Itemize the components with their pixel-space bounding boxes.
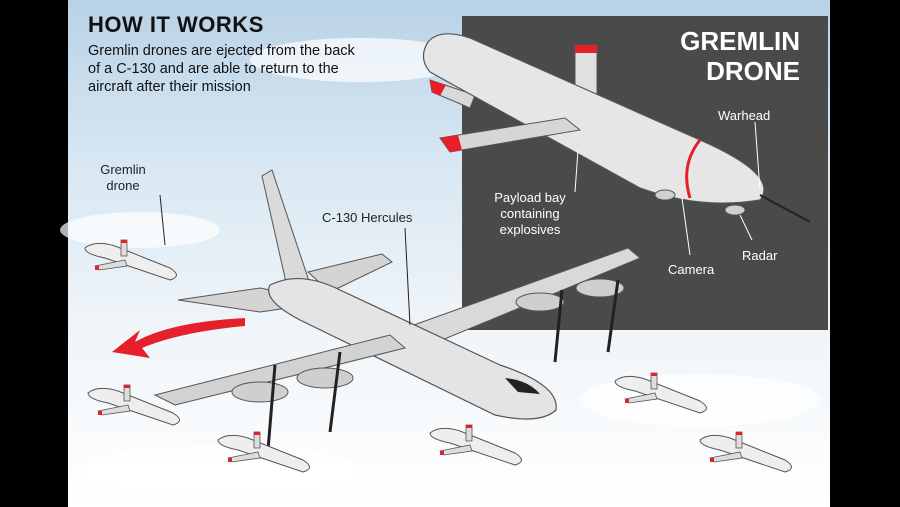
drone-panel-title: GREMLIN DRONE (660, 26, 800, 86)
small-drone (699, 431, 792, 473)
camera-label: Camera (668, 262, 715, 277)
drone-title-line1: GREMLIN (680, 26, 800, 56)
description: Gremlin drones are ejected from the back… (88, 43, 355, 95)
warhead-label: Warhead (718, 108, 771, 123)
small-drone (87, 384, 180, 426)
radar-label: Radar (742, 248, 778, 263)
gremlin-drone-label: Gremlin drone (100, 162, 146, 193)
payload-label: Payload bay containing explosives (494, 190, 566, 237)
drone-title-line2: DRONE (706, 56, 800, 86)
page-title: HOW IT WORKS (88, 12, 264, 37)
c130-label: C-130 Hercules (322, 210, 413, 225)
gremlin-leader-line (159, 194, 166, 246)
small-drone (429, 424, 522, 466)
gremlin-drone-closeup (422, 33, 811, 256)
c130-aircraft (153, 169, 641, 451)
ejection-arrow (112, 318, 245, 358)
small-drones (84, 194, 792, 473)
small-drone (614, 372, 707, 414)
propellers (266, 279, 620, 451)
small-drone (217, 431, 310, 473)
small-drone (84, 239, 177, 281)
